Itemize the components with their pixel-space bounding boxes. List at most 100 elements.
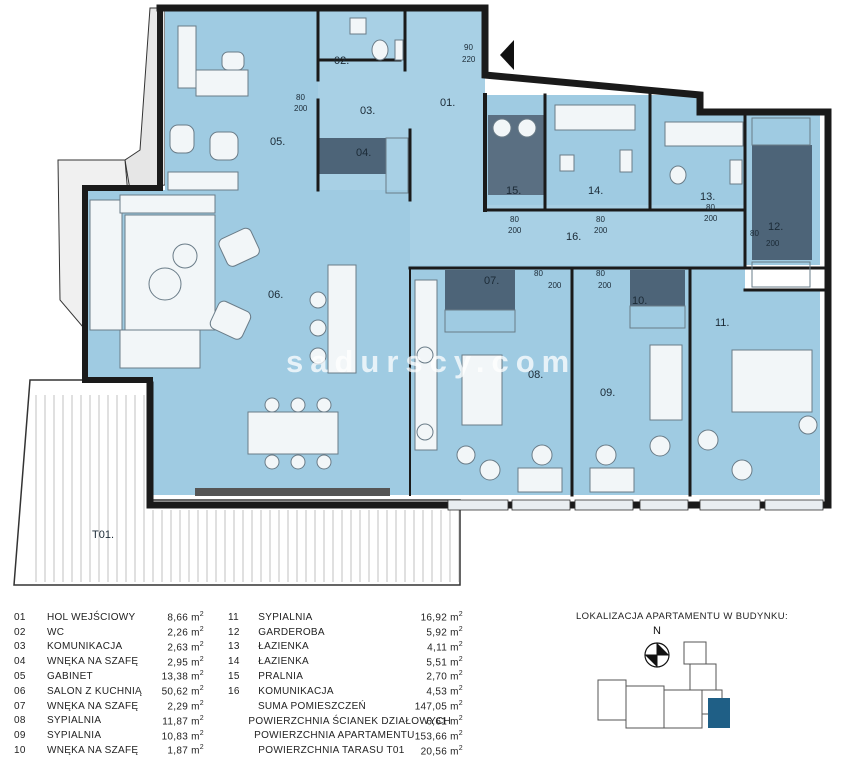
legend-room-name: SALON Z KUCHNIĄ bbox=[46, 685, 143, 697]
legend-room-name: WC bbox=[46, 626, 65, 638]
label-15: 15. bbox=[506, 185, 521, 197]
closets bbox=[318, 115, 812, 310]
entry-arrow-icon bbox=[500, 40, 514, 70]
legend-room-area: 2,70 m2 bbox=[417, 670, 463, 682]
legend-row: 05 GABINET 13,38 m2 bbox=[14, 669, 204, 684]
legend-room-area: 2,26 m2 bbox=[161, 626, 204, 638]
legend-area-value: 153,66 m bbox=[414, 731, 459, 743]
area-unit-superscript: 2 bbox=[458, 729, 463, 737]
legend-room-name: ŁAZIENKA bbox=[258, 656, 310, 668]
area-unit-superscript: 2 bbox=[458, 700, 463, 708]
label-07: 07. bbox=[484, 275, 499, 287]
area-unit-superscript: 2 bbox=[199, 744, 204, 752]
legend-area-value: 2,95 m bbox=[167, 656, 200, 668]
label-16: 16. bbox=[566, 231, 581, 243]
legend-room-number: 12 bbox=[228, 626, 240, 638]
legend-area-value: 5,51 m bbox=[426, 656, 459, 668]
label-05: 05. bbox=[270, 136, 285, 148]
legend-room-name: ŁAZIENKA bbox=[258, 641, 310, 653]
area-unit-superscript: 2 bbox=[458, 655, 463, 663]
area-unit-superscript: 2 bbox=[199, 714, 204, 722]
entry-door-width: 90 bbox=[464, 43, 473, 52]
legend-room-name: GABINET bbox=[46, 671, 93, 683]
door-13-h: 200 bbox=[704, 214, 718, 223]
legend-room-area: 10,83 m2 bbox=[161, 730, 204, 742]
door-09-w: 80 bbox=[596, 269, 605, 278]
legend-area-value: 16,92 m bbox=[420, 612, 459, 624]
legend-area-value: 20,56 m bbox=[420, 745, 459, 757]
label-01: 01. bbox=[440, 97, 455, 109]
legend-room-number: 11 bbox=[228, 611, 239, 623]
legend-room-area: 5,51 m2 bbox=[417, 656, 463, 668]
legend-room-area: 50,62 m2 bbox=[161, 685, 204, 697]
legend-room-area: 2,63 m2 bbox=[161, 641, 204, 653]
legend-area-value: 8,66 m bbox=[167, 612, 200, 624]
legend-area-value: 147,05 m bbox=[414, 701, 459, 713]
legend-room-name: POWIERZCHNIA TARASU T01 bbox=[258, 745, 405, 757]
legend-room-number: 05 bbox=[14, 671, 26, 683]
door-05-w: 80 bbox=[296, 93, 305, 102]
door-13-w: 80 bbox=[706, 203, 715, 212]
legend-room-area: 11,87 m2 bbox=[161, 715, 204, 727]
legend-room-number: 01 bbox=[14, 611, 26, 623]
label-t01: T01. bbox=[92, 529, 114, 541]
area-unit-superscript: 2 bbox=[458, 685, 463, 693]
door-14-h: 200 bbox=[594, 226, 608, 235]
area-unit-superscript: 2 bbox=[199, 685, 204, 693]
legend-area-value: 4,11 m bbox=[427, 642, 459, 654]
legend-area-value: 4,53 m bbox=[426, 686, 459, 698]
legend-area-value: 11,87 m bbox=[162, 716, 200, 728]
label-04: 04. bbox=[356, 147, 371, 159]
legend-room-number: 03 bbox=[14, 641, 26, 653]
floor-plan: 01. 02. 03. 04. 05. 06. 07. 08. 09. 10. … bbox=[13, 4, 832, 586]
legend-room-number: 16 bbox=[228, 685, 240, 697]
legend-room-number: 14 bbox=[228, 656, 240, 668]
label-08: 08. bbox=[528, 369, 543, 381]
area-unit-superscript: 2 bbox=[199, 626, 204, 634]
building-outline bbox=[597, 641, 723, 729]
legend-room-name: GARDEROBA bbox=[258, 626, 325, 638]
legend-row: 03 KOMUNIKACJA 2,63 m2 bbox=[14, 640, 204, 655]
legend-room-name: POWIERZCHNIA APARTAMENTU bbox=[254, 730, 415, 742]
legend-room-name: HOL WEJŚCIOWY bbox=[46, 611, 136, 623]
legend-room-area: 4,11 m2 bbox=[417, 641, 463, 653]
legend-room-area: 1,87 m2 bbox=[161, 744, 204, 756]
legend-room-name: KOMUNIKACJA bbox=[46, 641, 123, 653]
furniture bbox=[89, 17, 818, 496]
legend-room-name: PRALNIA bbox=[258, 671, 304, 683]
door-12-h: 200 bbox=[766, 239, 780, 248]
legend-area-value: 2,70 m bbox=[426, 671, 459, 683]
legend-room-number: 09 bbox=[14, 730, 26, 742]
terrace-t01 bbox=[13, 379, 461, 586]
north-label: N bbox=[653, 625, 661, 637]
legend-row: 16 KOMUNIKACJA 4,53 m2 bbox=[228, 684, 463, 699]
area-unit-superscript: 2 bbox=[458, 611, 463, 619]
legend-room-area: 13,38 m2 bbox=[161, 670, 204, 682]
area-unit-superscript: 2 bbox=[458, 715, 463, 723]
label-03: 03. bbox=[360, 105, 375, 117]
legend-area-value: 50,62 m bbox=[161, 686, 200, 698]
area-unit-superscript: 2 bbox=[458, 626, 463, 634]
door-dimensions: 90 220 80 200 80 200 80 200 80 200 80 20… bbox=[294, 43, 780, 290]
legend-room-name: SYPIALNIA bbox=[258, 611, 313, 623]
legend-area-value: 5,92 m bbox=[426, 627, 459, 639]
legend-row: 11 SYPIALNIA 16,92 m2 bbox=[228, 610, 463, 625]
legend-room-name: SUMA POMIESZCZEŃ bbox=[257, 700, 367, 712]
legend-room-name: KOMUNIKACJA bbox=[258, 685, 334, 697]
watermark: sadurscy.com bbox=[286, 344, 577, 379]
legend-room-area: 147,05 m2 bbox=[415, 700, 463, 712]
legend-room-name: POWIERZCHNIA ŚCIANEK DZIAŁOWYCH bbox=[248, 715, 452, 727]
north-compass: N bbox=[644, 625, 670, 668]
door-15-w: 80 bbox=[510, 215, 519, 224]
